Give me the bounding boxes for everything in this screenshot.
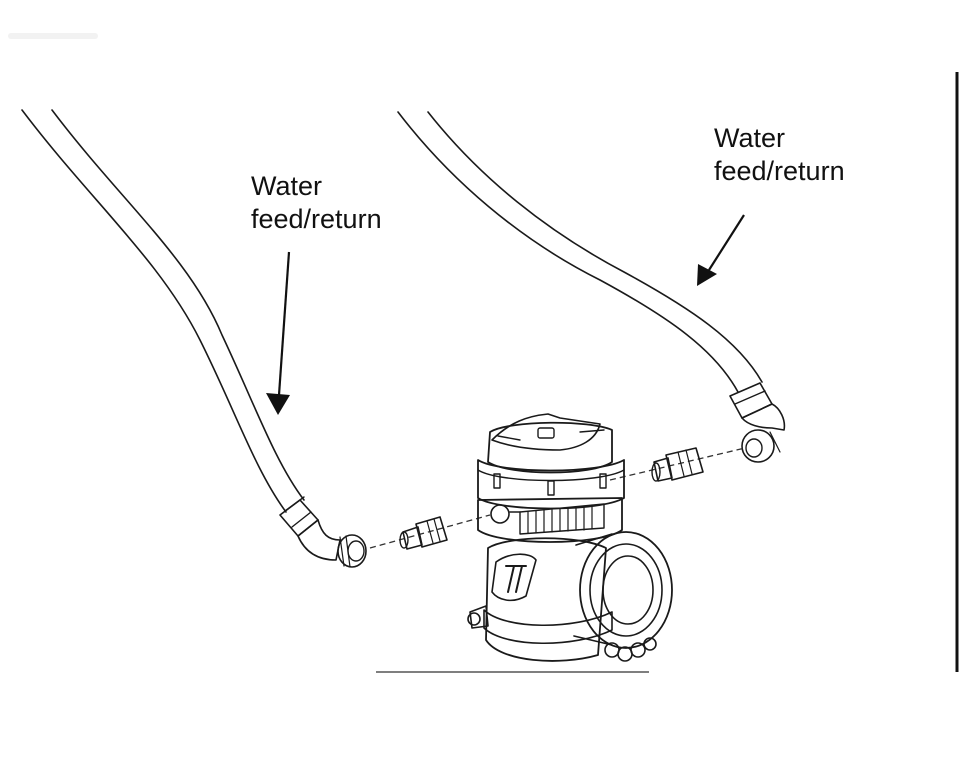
water-feed-return-label-left: Water feed/return: [251, 171, 382, 234]
left-water-hose: [21, 109, 305, 513]
right-pointer-arrow: [697, 214, 745, 286]
wastegate-valve: [467, 413, 673, 662]
left-pointer-arrow: [266, 251, 291, 415]
right-adapter-fitting: [651, 447, 704, 482]
scan-smudge: [8, 33, 98, 39]
right-water-hose: [397, 111, 763, 393]
water-feed-return-label-right: Water feed/return: [714, 123, 845, 186]
left-adapter-fitting: [399, 516, 448, 550]
right-elbow-fitting: [729, 382, 786, 463]
left-elbow-fitting: [279, 496, 367, 568]
right-dash-line: [609, 447, 746, 481]
